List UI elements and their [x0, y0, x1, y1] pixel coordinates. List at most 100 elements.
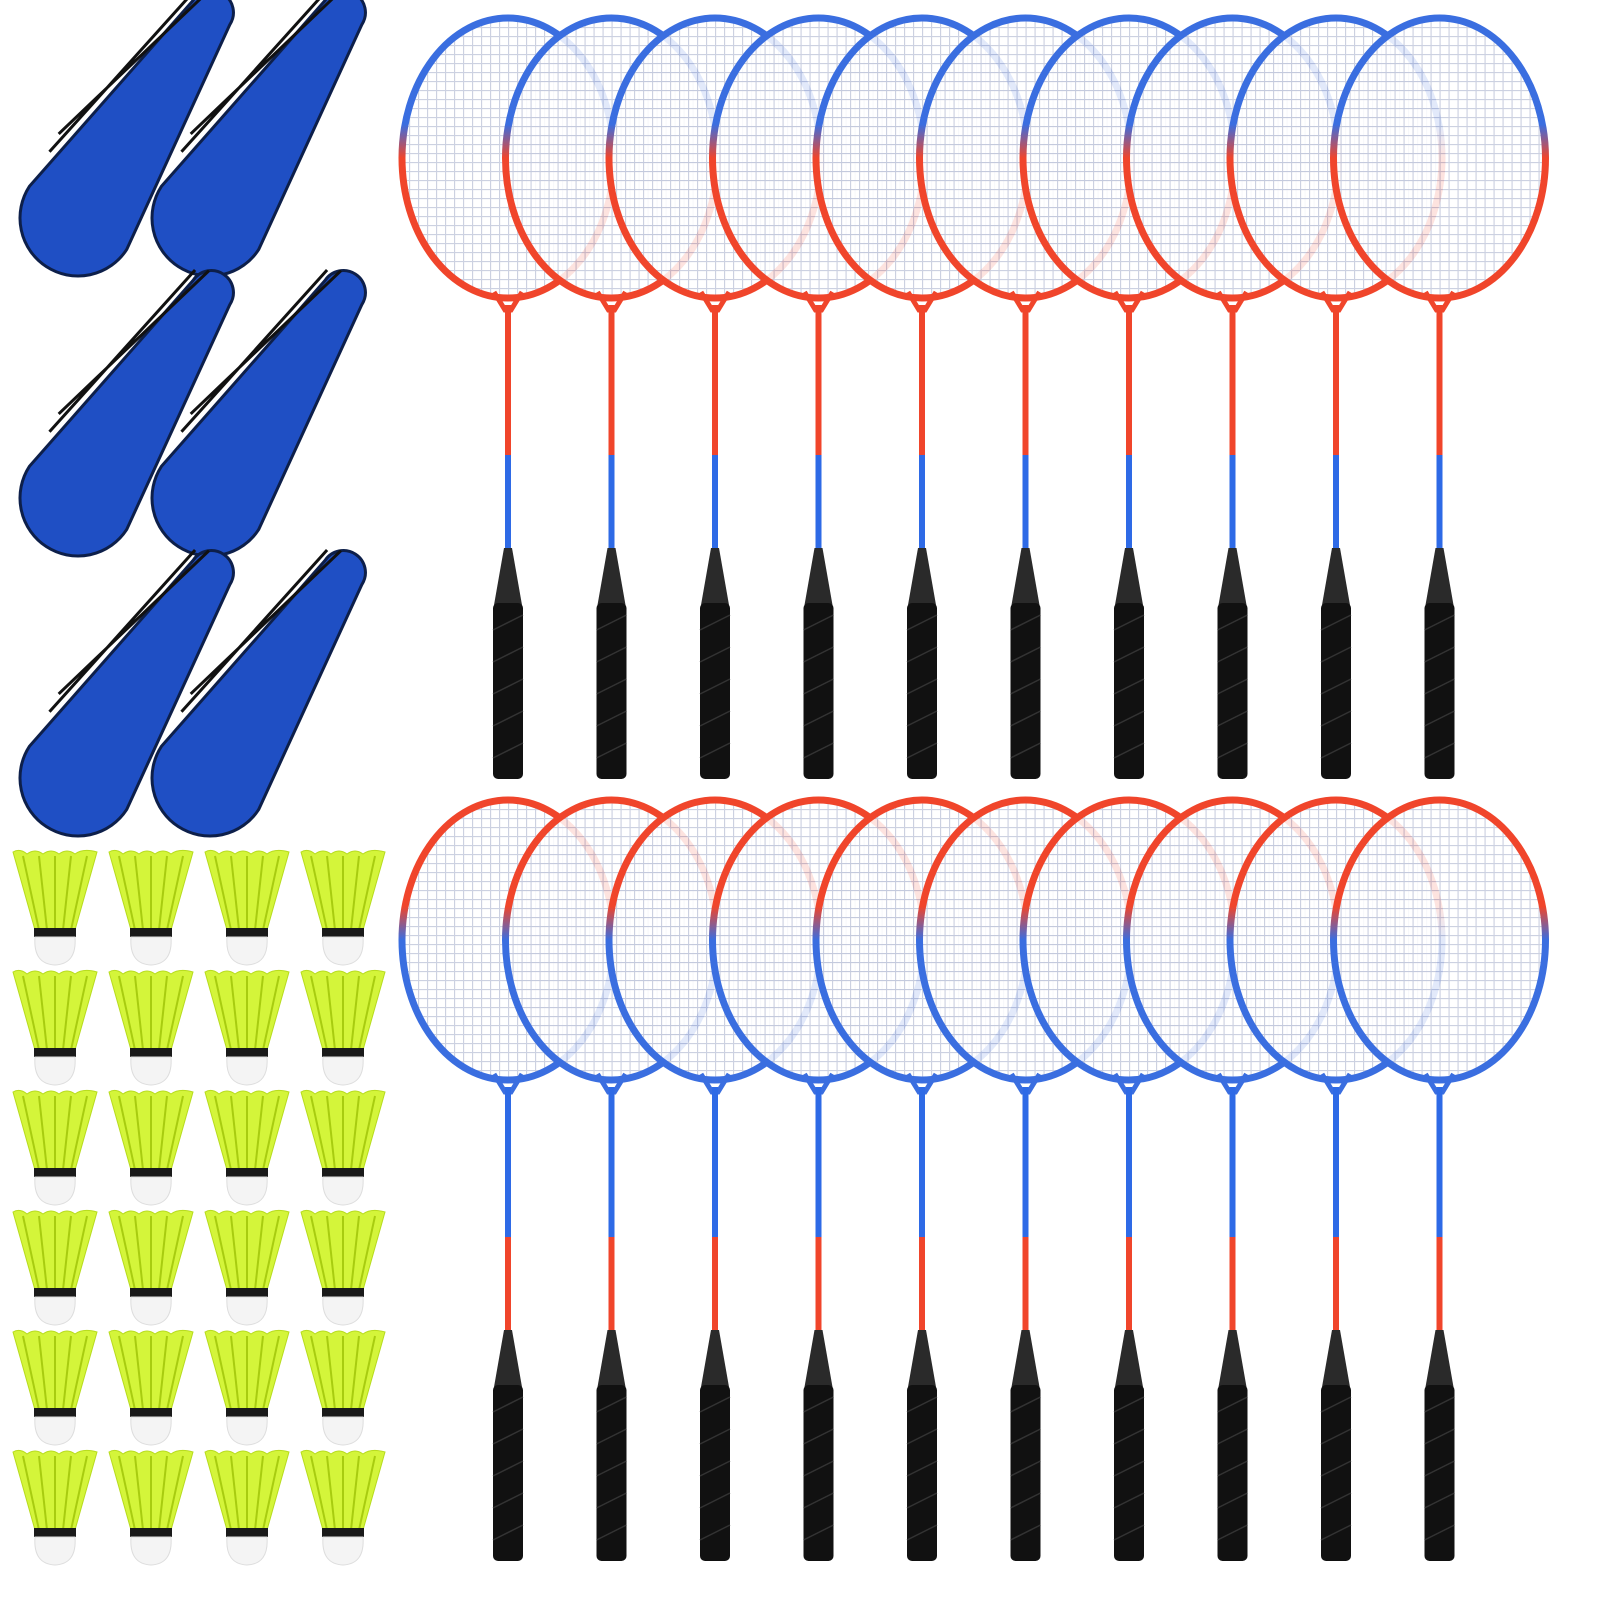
- racket-shaft-lower: [1333, 1237, 1339, 1332]
- racket-shaft-lower: [919, 1237, 925, 1332]
- shuttlecock: [204, 969, 290, 1086]
- shuttlecock: [204, 1329, 290, 1446]
- shuttle-band: [226, 1528, 268, 1537]
- racket-bag: [150, 548, 367, 838]
- bag-strap: [48, 268, 210, 433]
- racket-handle: [1424, 1385, 1455, 1561]
- racket-shaft-lower: [1333, 455, 1339, 550]
- shuttlecock: [204, 1089, 290, 1206]
- bag-strap: [180, 548, 342, 713]
- racket-handle: [1424, 603, 1455, 779]
- shuttlecock: [204, 1209, 290, 1326]
- racket-handle: [596, 603, 627, 779]
- racket-shaft-lower: [1022, 1237, 1029, 1332]
- bag-body: [150, 0, 367, 278]
- racket-shaft-lower: [1229, 1237, 1236, 1332]
- racket-shaft-upper: [712, 1087, 718, 1237]
- racket-handle: [1010, 603, 1041, 779]
- shuttlecock: [108, 1089, 194, 1206]
- racket-handle: [1321, 603, 1351, 779]
- racket-cone: [494, 548, 522, 605]
- shuttle-cork: [34, 1416, 76, 1446]
- shuttle-cork: [226, 1536, 268, 1566]
- shuttle-cork: [34, 1056, 76, 1086]
- racket-shaft-lower: [1436, 455, 1443, 550]
- racket-cone: [1218, 1330, 1247, 1387]
- shuttle-band: [130, 1408, 172, 1417]
- racket-cone: [1322, 548, 1350, 605]
- racket-handle: [907, 1385, 937, 1561]
- racket-shaft-upper: [505, 1087, 511, 1237]
- shuttle-band: [322, 1408, 364, 1417]
- racket-shaft-upper: [1436, 1087, 1443, 1237]
- racket-cone: [1011, 548, 1040, 605]
- racket-cone: [1218, 548, 1247, 605]
- badminton-racket: [1330, 796, 1549, 1561]
- racket-cone: [908, 548, 936, 605]
- racket-shaft-upper: [1022, 1087, 1029, 1237]
- shuttle-band: [226, 1408, 268, 1417]
- shuttlecock: [108, 1209, 194, 1326]
- shuttle-band: [226, 1048, 268, 1057]
- shuttlecock: [108, 1329, 194, 1446]
- racket-shaft-upper: [919, 1087, 925, 1237]
- shuttle-cork: [130, 1056, 172, 1086]
- bag-strap: [180, 0, 342, 153]
- racket-cone: [1115, 548, 1143, 605]
- shuttlecock: [300, 1329, 386, 1446]
- shuttle-cork: [322, 1416, 364, 1446]
- racket-handle: [493, 1385, 523, 1561]
- racket-shaft-lower: [1126, 455, 1132, 550]
- racket-shaft-lower: [1126, 1237, 1132, 1332]
- racket-handle: [1114, 603, 1144, 779]
- shuttle-cork: [34, 1296, 76, 1326]
- racket-shaft-lower: [505, 1237, 511, 1332]
- rackets: [398, 14, 1549, 1561]
- racket-shaft-lower: [608, 455, 615, 550]
- racket-shaft-lower: [712, 455, 718, 550]
- bag-body: [150, 269, 367, 558]
- racket-handle: [596, 1385, 627, 1561]
- racket-handle: [1114, 1385, 1144, 1561]
- racket-cone: [701, 548, 729, 605]
- shuttle-band: [130, 928, 172, 937]
- racket-cone: [1322, 1330, 1350, 1387]
- racket-strings: [1335, 802, 1544, 1078]
- racket-bag: [18, 0, 235, 278]
- racket-shaft-upper: [1229, 305, 1236, 455]
- racket-cone: [597, 548, 626, 605]
- shuttlecock: [12, 1449, 98, 1566]
- racket-handle: [803, 603, 834, 779]
- shuttlecock: [300, 1449, 386, 1566]
- shuttle-band: [130, 1528, 172, 1537]
- racket-shaft-upper: [1333, 305, 1339, 455]
- racket-cone: [908, 1330, 936, 1387]
- racket-shaft-upper: [505, 305, 511, 455]
- racket-shaft-upper: [608, 305, 615, 455]
- shuttlecock: [108, 849, 194, 966]
- bag-body: [18, 269, 235, 558]
- bag-body: [150, 549, 367, 838]
- shuttlecock: [12, 1209, 98, 1326]
- racket-shaft-upper: [1436, 305, 1443, 455]
- racket-strings: [1335, 20, 1544, 296]
- racket-shaft-upper: [1022, 305, 1029, 455]
- racket-cone: [1425, 548, 1454, 605]
- shuttle-band: [130, 1168, 172, 1177]
- racket-bag: [150, 0, 367, 278]
- shuttle-band: [226, 1168, 268, 1177]
- racket-cone: [1425, 1330, 1454, 1387]
- racket-handle: [1321, 1385, 1351, 1561]
- shuttle-band: [34, 1048, 76, 1057]
- shuttlecock: [300, 849, 386, 966]
- shuttle-band: [130, 1048, 172, 1057]
- shuttle-cork: [226, 1056, 268, 1086]
- shuttle-cork: [34, 936, 76, 966]
- racket-shaft-lower: [712, 1237, 718, 1332]
- racket-shaft-upper: [1229, 1087, 1236, 1237]
- racket-handle: [1217, 603, 1248, 779]
- shuttle-band: [322, 1048, 364, 1057]
- shuttle-band: [226, 928, 268, 937]
- shuttlecock: [12, 849, 98, 966]
- racket-head: [1330, 14, 1549, 302]
